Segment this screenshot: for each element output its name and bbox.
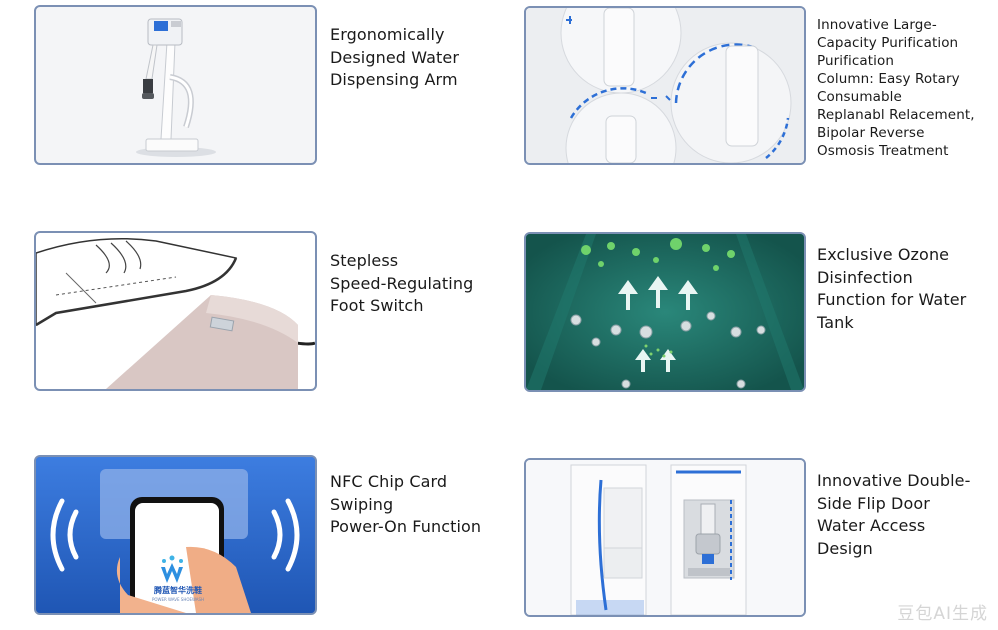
feature-image-foot-switch: [34, 231, 317, 391]
flip-door-water-access-illustration: [526, 460, 804, 615]
ozone-bubbles-illustration: [526, 234, 804, 390]
phone-logo-subtext: POWER WAVE SHOEWASH: [151, 597, 205, 602]
feature-image-nfc-card: 腾蓝智华洗鞋 POWER WAVE SHOEWASH: [34, 455, 317, 615]
feature-caption-foot-switch: Stepless Speed-Regulating Foot Switch: [330, 251, 474, 315]
feature-caption-water-dispensing-arm: Ergonomically Designed Water Dispensing …: [330, 25, 460, 89]
feature-image-water-dispensing-arm: [34, 5, 317, 165]
nfc-phone-tap-illustration: [36, 457, 315, 613]
watermark-text: 豆包AI生成: [897, 604, 988, 624]
feature-image-purification-column: [524, 6, 806, 165]
feature-caption-purification-column: Innovative Large- Capacity Purification …: [817, 17, 975, 159]
feature-image-ozone-disinfection: [524, 232, 806, 392]
phone-logo-text: 腾蓝智华洗鞋: [154, 586, 202, 595]
feature-caption-nfc-card: NFC Chip Card Swiping Power-On Function: [330, 472, 482, 536]
feature-image-flip-door: [524, 458, 806, 617]
feature-caption-ozone-disinfection: Exclusive Ozone Disinfection Function fo…: [817, 245, 967, 332]
water-dispensing-station-illustration: [136, 18, 216, 157]
feature-caption-flip-door: Innovative Double- Side Flip Door Water …: [817, 471, 971, 558]
rotary-filter-cartridges-illustration: [526, 8, 804, 163]
shoe-on-foot-pedal-illustration: [36, 238, 315, 389]
